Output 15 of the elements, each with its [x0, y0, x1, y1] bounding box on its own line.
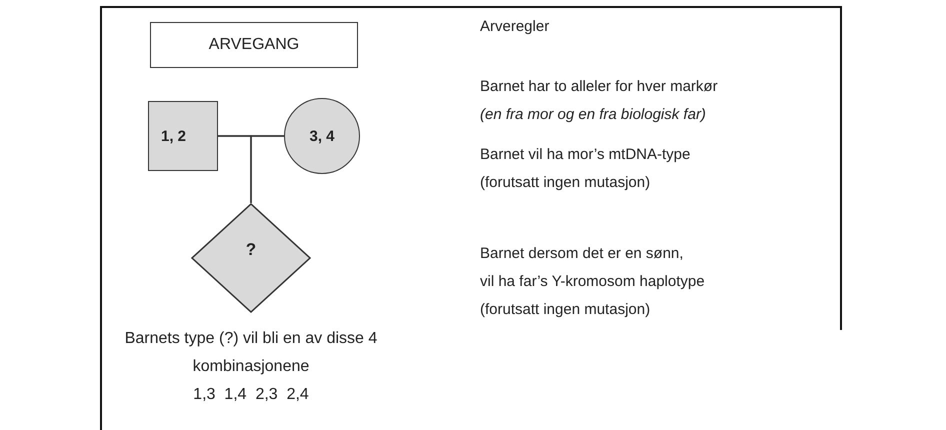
rule-text: (forutsatt ingen mutasjon): [480, 301, 650, 318]
rule-text: vil ha far’s Y-kromosom haplotype: [480, 273, 705, 290]
caption-text: Barnets type (?) vil bli en av disse 4 kombinasjonene: [124, 329, 378, 377]
pedigree-line: [250, 135, 284, 203]
child-diamond: ?: [191, 203, 311, 313]
rule-text: Barnet har to alleler for hver markør: [480, 78, 718, 95]
rule-text: Barnet vil ha mor’s mtDNA-type: [480, 146, 690, 163]
rule-text: Barnet dersom det er en sønn,: [480, 245, 684, 262]
caption-text: 1,3 1,4 2,3 2,4: [192, 385, 310, 405]
female-circle: 3, 4: [284, 98, 360, 174]
title-box: ARVEGANG: [150, 22, 358, 68]
rule-text: (forutsatt ingen mutasjon): [480, 174, 650, 191]
rule-text: Arveregler: [480, 18, 550, 35]
male-square: 1, 2: [148, 101, 218, 171]
rule-text: (en fra mor og en fra biologisk far): [480, 106, 706, 123]
